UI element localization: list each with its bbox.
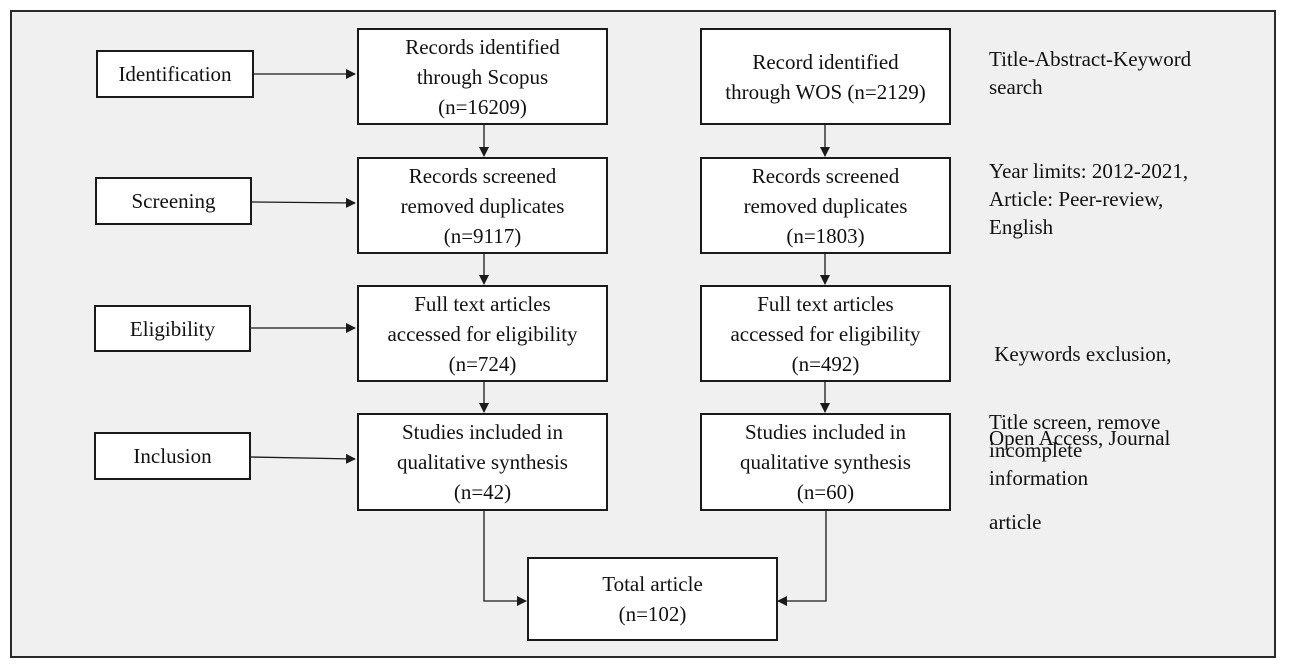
arrow-inclusion	[250, 453, 356, 464]
box-line: (n=16209)	[438, 94, 527, 119]
stage-screening: Screening	[95, 177, 252, 225]
wos-screened-box: Records screened removed duplicates (n=1…	[700, 157, 951, 254]
note-line: Title screen, remove	[989, 410, 1161, 434]
total-box: Total article (n=102)	[527, 557, 778, 641]
note-line: Title-Abstract-Keyword	[989, 47, 1192, 71]
box-line: through Scopus	[416, 64, 549, 89]
box-line: (n=724)	[448, 351, 517, 376]
box-line: Records identified	[405, 34, 560, 59]
stage-identification-label: Identification	[118, 62, 232, 86]
stage-screening-label: Screening	[131, 189, 216, 213]
box-line: removed duplicates	[400, 193, 565, 218]
stage-inclusion: Inclusion	[94, 432, 251, 480]
box-line: (n=1803)	[786, 223, 865, 248]
box-line: Full text articles	[414, 291, 551, 316]
note-line: information	[989, 466, 1089, 490]
stage-identification: Identification	[96, 50, 254, 98]
stage-eligibility-label: Eligibility	[129, 316, 216, 341]
note-identification: Title-Abstract-Keyword search	[989, 45, 1191, 101]
box-line: (n=102)	[618, 602, 687, 626]
box-line: Record identified	[752, 49, 899, 74]
box-line: removed duplicates	[743, 193, 908, 218]
arrow-screening	[251, 197, 356, 208]
box-line: Total article	[602, 572, 703, 596]
box-line: (n=60)	[796, 480, 855, 504]
note-line: incomplete	[989, 438, 1083, 462]
box-line: Studies included in	[402, 420, 563, 444]
scopus-eligible-box: Full text articles accessed for eligibil…	[357, 285, 608, 382]
box-line: (n=492)	[791, 351, 860, 376]
box-line: Records screened	[751, 163, 900, 188]
scopus-included-box: Studies included in qualitative synthesi…	[357, 413, 608, 511]
scopus-screened-box: Records screened removed duplicates (n=9…	[357, 157, 608, 254]
box-line: Studies included in	[745, 420, 906, 444]
box-line: (n=42)	[453, 480, 512, 504]
stage-inclusion-label: Inclusion	[133, 444, 212, 468]
note-line: English	[989, 215, 1054, 239]
arrow-scopus-total	[483, 511, 527, 606]
box-line: qualitative synthesis	[740, 450, 911, 474]
box-line: through WOS (n=2129)	[725, 79, 926, 104]
stage-eligibility: Eligibility	[94, 305, 251, 352]
note-line: Open Access, Journal	[989, 426, 1171, 450]
wos-eligible-box: Full text articles accessed for eligibil…	[700, 285, 951, 382]
box-line: (n=9117)	[443, 223, 522, 248]
box-line: accessed for eligibility	[730, 321, 921, 346]
box-line: qualitative synthesis	[397, 450, 568, 474]
scopus-identified-box: Records identified through Scopus (n=162…	[357, 28, 608, 125]
note-line: Article: Peer-review,	[989, 187, 1164, 211]
box-line: accessed for eligibility	[387, 321, 578, 346]
box-line: Records screened	[408, 163, 557, 188]
arrow-wos-total	[777, 511, 827, 606]
wos-included-box: Studies included in qualitative synthesi…	[700, 413, 951, 511]
wos-identified-box: Record identified through WOS (n=2129)	[700, 28, 951, 125]
note-line: Year limits: 2012-2021,	[989, 159, 1189, 183]
note-screening: Year limits: 2012-2021, Article: Peer-re…	[989, 157, 1188, 241]
box-line: Full text articles	[757, 291, 894, 316]
note-inclusion: Title screen, remove incomplete informat…	[989, 408, 1160, 492]
note-line: Keywords exclusion,	[989, 342, 1172, 366]
note-eligibility: Keywords exclusion, Open Access, Journal…	[989, 284, 1172, 564]
note-line: search	[989, 75, 1043, 99]
note-line: article	[989, 510, 1042, 534]
